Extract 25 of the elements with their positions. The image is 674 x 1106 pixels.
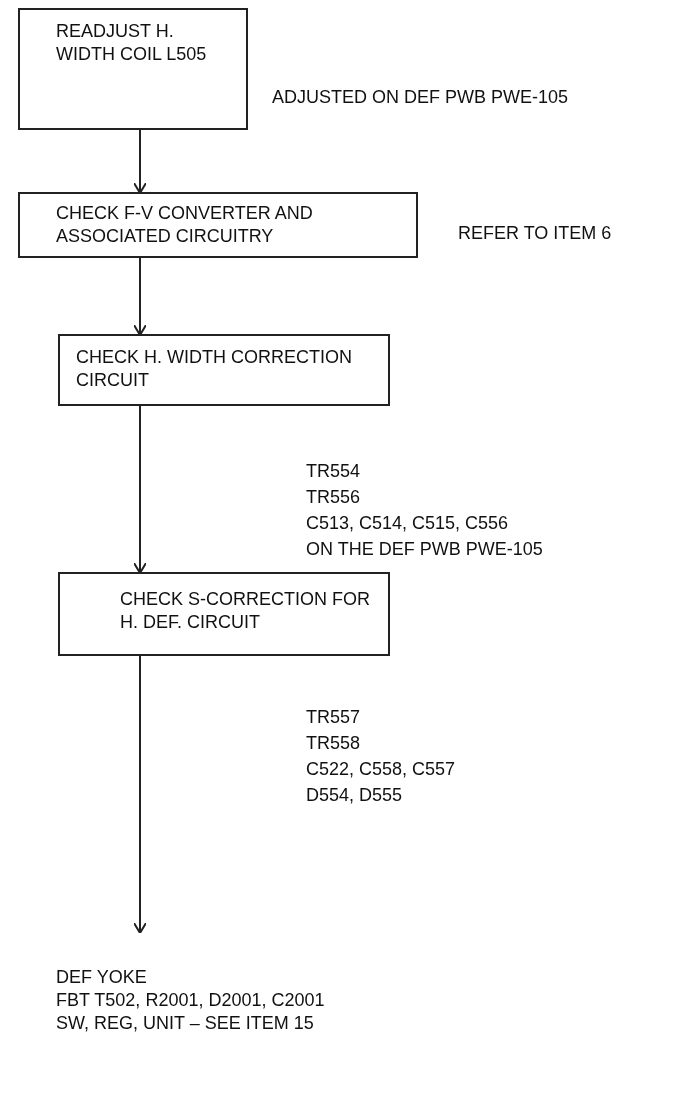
- component-text: FBT T502, R2001, D2001, C2001: [56, 989, 326, 1012]
- process-box: [58, 334, 390, 406]
- note-text: D554, D555: [306, 784, 403, 807]
- process-box: [18, 8, 248, 130]
- note-text: TR557: [306, 706, 361, 729]
- note-text: C513, C514, C515, C556: [306, 512, 509, 535]
- note-text: TR558: [306, 732, 361, 755]
- arrow: [133, 655, 147, 934]
- step-text: READJUST H. WIDTH COIL L505: [56, 20, 208, 66]
- note-text: REFER TO ITEM 6: [458, 222, 612, 245]
- note-text: ADJUSTED ON DEF PWB PWE-105: [272, 86, 569, 109]
- note-text: TR554: [306, 460, 361, 483]
- process-box: [58, 572, 390, 656]
- component-text: SW, REG, UNIT – SEE ITEM 15: [56, 1012, 315, 1035]
- component-text: DEF YOKE: [56, 966, 148, 989]
- step-text: CHECK H. WIDTH CORRECTION CIRCUIT: [76, 346, 353, 392]
- arrow: [133, 405, 147, 574]
- step-text: CHECK F-V CONVERTER AND ASSOCIATED CIRCUITRY: [56, 202, 314, 248]
- note-text: C522, C558, C557: [306, 758, 456, 781]
- note-text: ON THE DEF PWB PWE-105: [306, 538, 543, 561]
- note-text: TR556: [306, 486, 361, 509]
- arrow: [133, 129, 147, 194]
- process-box: [18, 192, 418, 258]
- step-text: CHECK S-CORRECTION FOR H. DEF. CIRCUIT: [120, 588, 371, 634]
- arrow: [133, 257, 147, 336]
